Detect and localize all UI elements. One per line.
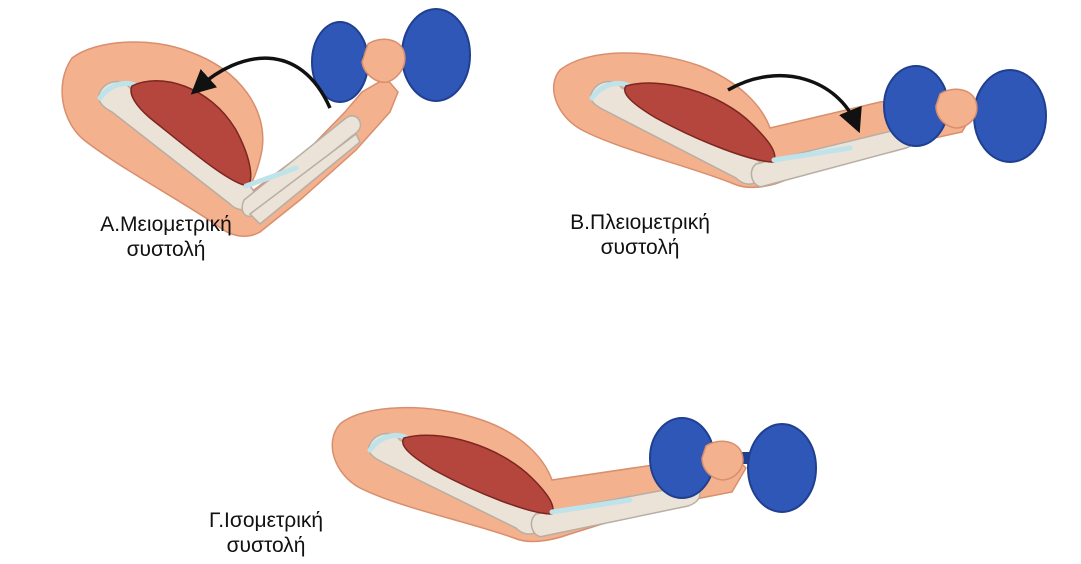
caption-a-line1: Α.Μειομετρική <box>66 212 266 237</box>
caption-c-line2: συστολή <box>166 533 366 558</box>
caption-c: Γ.Ισομετρική συστολή <box>166 508 366 558</box>
caption-a: Α.Μειομετρική συστολή <box>66 212 266 262</box>
caption-b: Β.Πλειομετρική συστολή <box>540 210 740 260</box>
hand-icon <box>362 39 405 82</box>
panel-c-isometric <box>332 408 816 542</box>
panel-b-eccentric <box>554 53 1046 187</box>
caption-c-line1: Γ.Ισομετρική <box>166 508 366 533</box>
caption-b-line2: συστολή <box>540 235 740 260</box>
panel-a-concentric <box>62 9 470 236</box>
caption-a-line2: συστολή <box>66 237 266 262</box>
caption-b-line1: Β.Πλειομετρική <box>540 210 740 235</box>
